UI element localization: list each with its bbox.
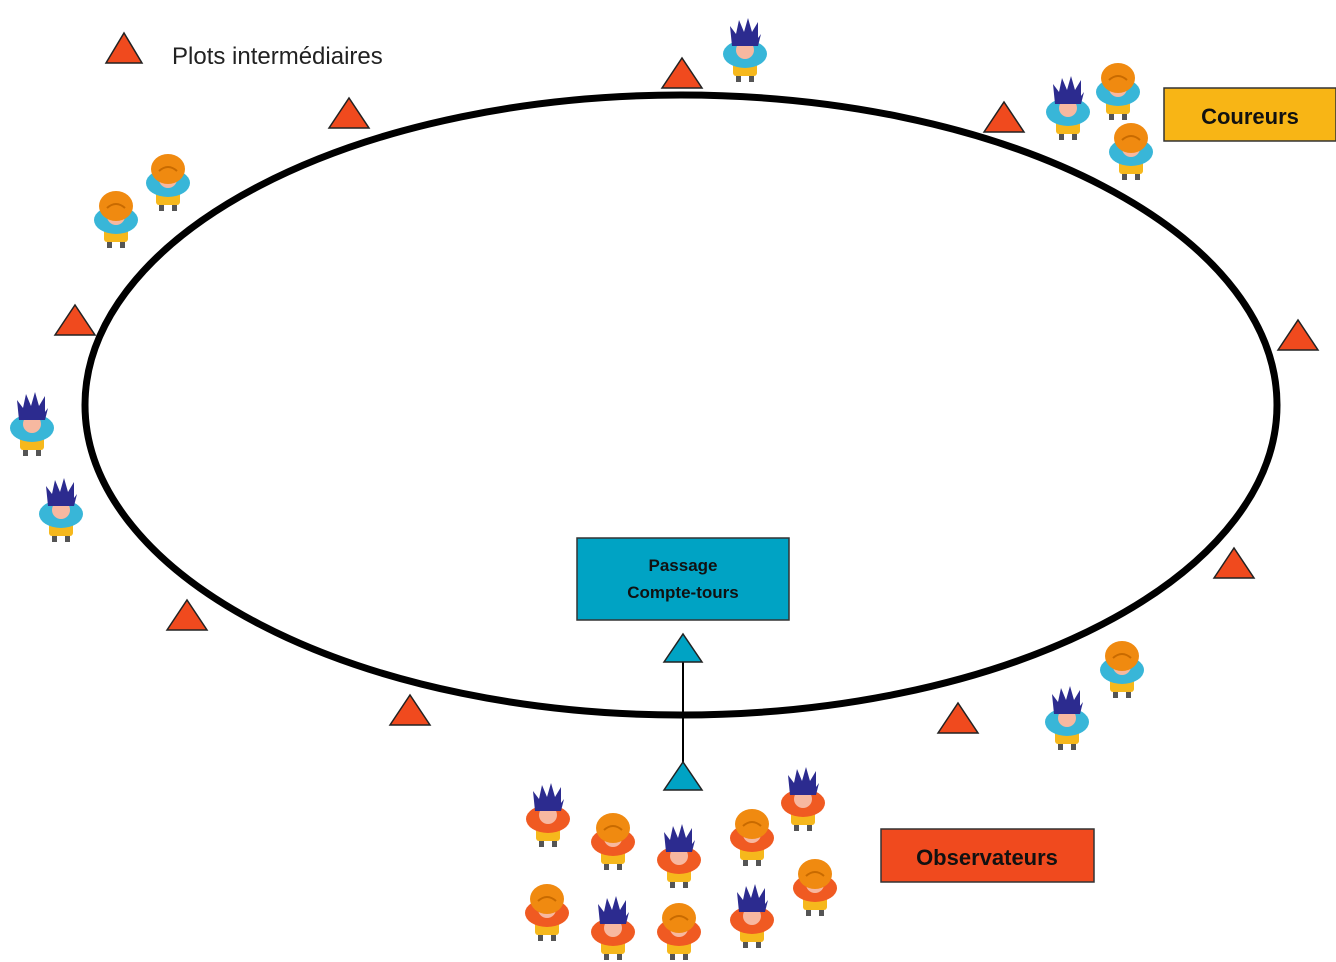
runner-figure-icon [1100, 641, 1144, 698]
runner-figure-icon [1109, 123, 1153, 180]
orange-cone-icon [1212, 546, 1256, 579]
passage-label-line1: Passage [649, 556, 718, 575]
passage-box: Passage Compte-tours [576, 537, 790, 621]
running-track [81, 91, 1281, 719]
intermediate-cones [53, 56, 1320, 734]
observer-figure-icon [781, 767, 825, 831]
observer-figure-icon [793, 859, 837, 916]
orange-cone-icon [327, 96, 371, 129]
coureurs-label: Coureurs [1201, 104, 1299, 129]
observer-figure-icon [526, 783, 570, 847]
observer-figure-icon [657, 903, 701, 960]
runner-figure-icon [10, 392, 54, 456]
orange-cone-icon [982, 100, 1026, 133]
observer-figure-icon [591, 813, 635, 870]
runner-figure-icon [146, 154, 190, 211]
observer-figure-icon [525, 884, 569, 941]
passage-triangle-bottom-icon [662, 760, 704, 791]
legend-label: Plots intermédiaires [172, 43, 383, 70]
runner-figure-icon [1046, 76, 1090, 140]
observateurs-box: Observateurs [880, 828, 1095, 883]
orange-cone-icon [936, 701, 980, 734]
observer-figure-icon [657, 824, 701, 888]
orange-cone-icon [388, 693, 432, 726]
observer-figure-icon [730, 809, 774, 866]
legend-triangle-icon [104, 31, 144, 64]
runner-figure-icon [94, 191, 138, 248]
legend: Plots intermédiaires [104, 31, 383, 70]
runner-figure-icon [1096, 63, 1140, 120]
passage-label-line2: Compte-tours [627, 583, 738, 602]
people-group [10, 18, 1153, 960]
orange-cone-icon [165, 598, 209, 631]
observer-figure-icon [730, 884, 774, 948]
passage-triangle-top-icon [662, 632, 704, 663]
orange-cone-icon [660, 56, 704, 89]
orange-cone-icon [53, 303, 97, 336]
observer-figure-icon [591, 896, 635, 960]
runner-figure-icon [1045, 686, 1089, 750]
orange-cone-icon [1276, 318, 1320, 351]
runner-figure-icon [723, 18, 767, 82]
observateurs-label: Observateurs [916, 845, 1058, 870]
runner-figure-icon [39, 478, 83, 542]
coureurs-box: Coureurs [1163, 87, 1336, 142]
